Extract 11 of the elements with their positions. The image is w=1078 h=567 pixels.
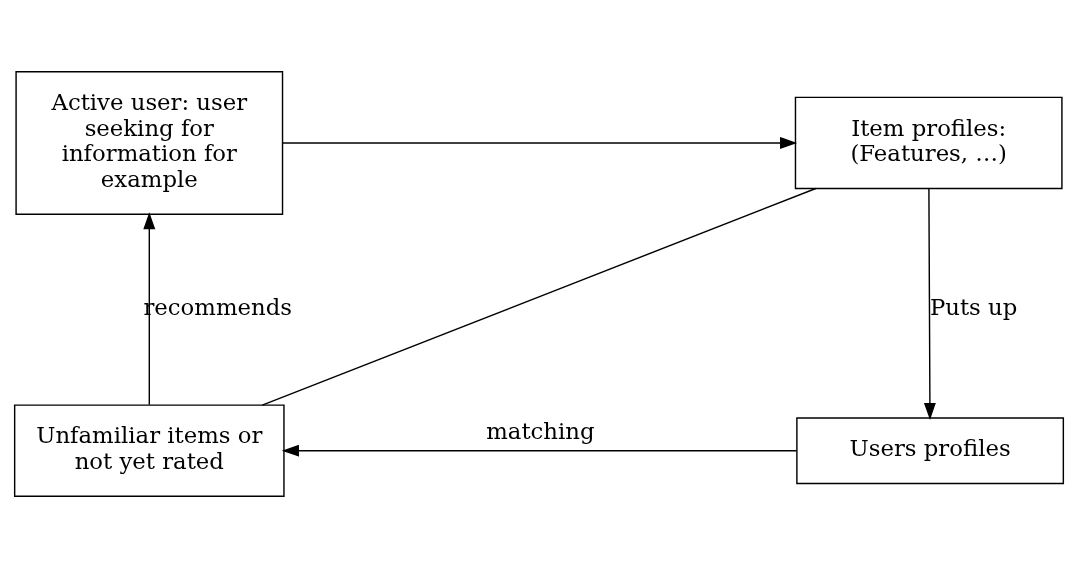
node-box: Active user: user seeking for information for example — [15, 70, 284, 215]
edge-label: matching — [486, 417, 595, 444]
arrow — [143, 211, 156, 405]
arrow — [282, 136, 798, 149]
connector — [261, 187, 817, 406]
arrow — [281, 444, 798, 457]
node-box: Unfamiliar items or not yet rated — [13, 403, 285, 497]
node-box: Item profiles: (Features, …) — [794, 96, 1063, 189]
node-box: Users profiles — [796, 416, 1065, 484]
edge-label: Puts up — [929, 293, 1018, 320]
arrow — [923, 187, 936, 420]
